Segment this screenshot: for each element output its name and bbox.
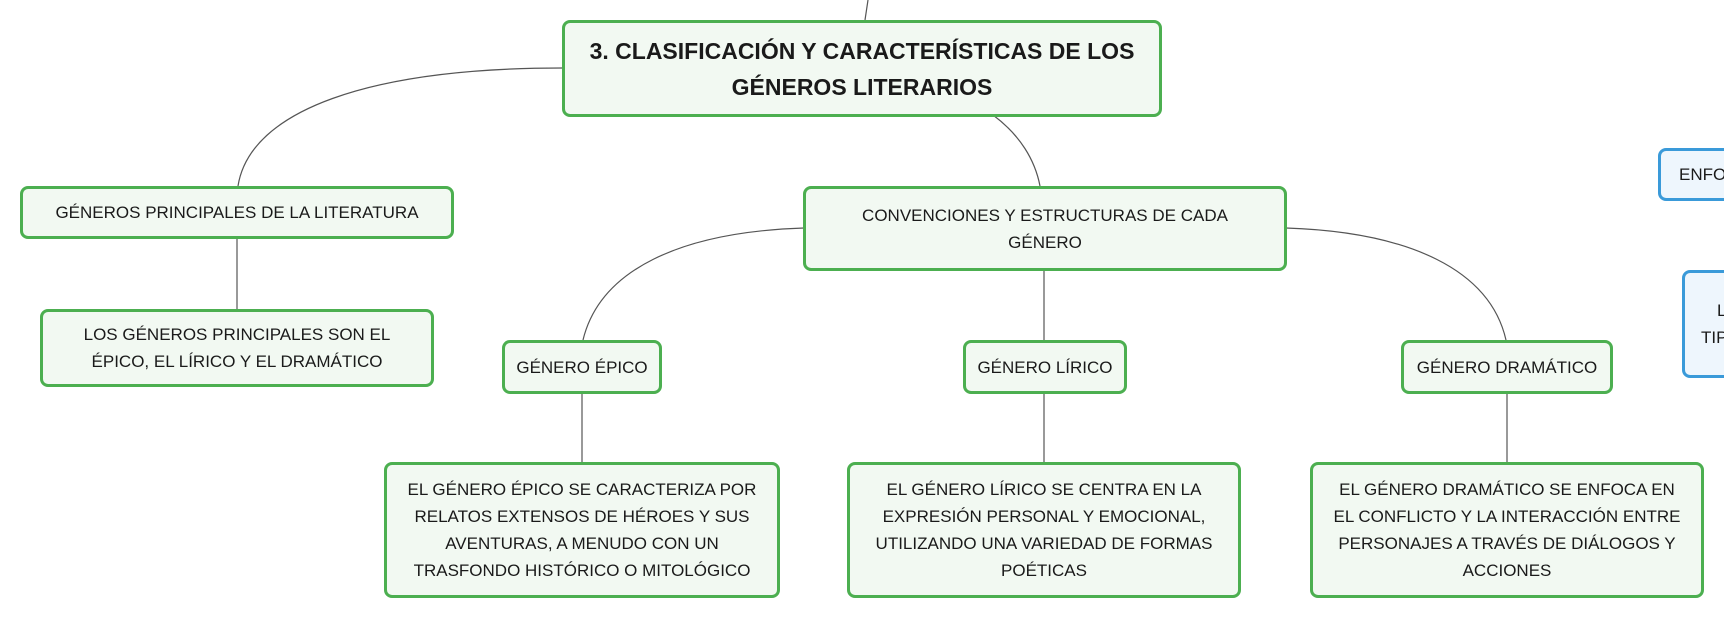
- epico-detail-node[interactable]: EL GÉNERO ÉPICO SE CARACTERIZA POR RELAT…: [384, 462, 780, 598]
- lirico-detail-node[interactable]: EL GÉNERO LÍRICO SE CENTRA EN LA EXPRESI…: [847, 462, 1241, 598]
- epico-node[interactable]: GÉNERO ÉPICO: [502, 340, 662, 394]
- dramatico-node[interactable]: GÉNERO DRAMÁTICO: [1401, 340, 1613, 394]
- principales-node-label: GÉNEROS PRINCIPALES DE LA LITERATURA: [55, 203, 419, 222]
- lirico-node[interactable]: GÉNERO LÍRICO: [963, 340, 1127, 394]
- root-node[interactable]: 3. CLASIFICACIÓN Y CARACTERÍSTICAS DE LO…: [562, 20, 1162, 117]
- epico-detail-label: EL GÉNERO ÉPICO SE CARACTERIZA POR RELAT…: [407, 480, 757, 580]
- convenciones-node-label: CONVENCIONES Y ESTRUCTURAS DE CADA GÉNER…: [862, 205, 1228, 252]
- lirico-node-label: GÉNERO LÍRICO: [977, 357, 1113, 377]
- dramatico-node-label: GÉNERO DRAMÁTICO: [1416, 357, 1598, 377]
- offscreen-node-b-line2: TIP: [1701, 328, 1724, 347]
- principales-node[interactable]: GÉNEROS PRINCIPALES DE LA LITERATURA: [20, 186, 454, 239]
- lirico-detail-label: EL GÉNERO LÍRICO SE CENTRA EN LA EXPRESI…: [875, 480, 1213, 580]
- principales-detail-node[interactable]: LOS GÉNEROS PRINCIPALES SON EL ÉPICO, EL…: [40, 309, 434, 387]
- offscreen-node-b[interactable]: LA TIP: [1682, 270, 1724, 378]
- connector-root-to-principales: [237, 67, 563, 187]
- connector-convenciones-to-dramatico: [1285, 227, 1507, 341]
- epico-node-label: GÉNERO ÉPICO: [516, 357, 648, 377]
- connector-root-to-convenciones: [992, 114, 1041, 187]
- dramatico-detail-node[interactable]: EL GÉNERO DRAMÁTICO SE ENFOCA EN EL CONF…: [1310, 462, 1704, 598]
- offscreen-node-b-line1: LA: [1717, 301, 1724, 320]
- connector-convenciones-to-epico: [582, 227, 805, 341]
- dramatico-detail-label: EL GÉNERO DRAMÁTICO SE ENFOCA EN EL CONF…: [1333, 480, 1681, 580]
- offscreen-node-a[interactable]: ENFO: [1658, 148, 1724, 201]
- root-node-label: 3. CLASIFICACIÓN Y CARACTERÍSTICAS DE LO…: [589, 37, 1135, 100]
- principales-detail-label: LOS GÉNEROS PRINCIPALES SON EL ÉPICO, EL…: [83, 325, 391, 371]
- offscreen-node-a-label: ENFO: [1679, 165, 1724, 184]
- convenciones-node[interactable]: CONVENCIONES Y ESTRUCTURAS DE CADA GÉNER…: [803, 186, 1287, 271]
- connector-parent-to-root: [864, 0, 869, 21]
